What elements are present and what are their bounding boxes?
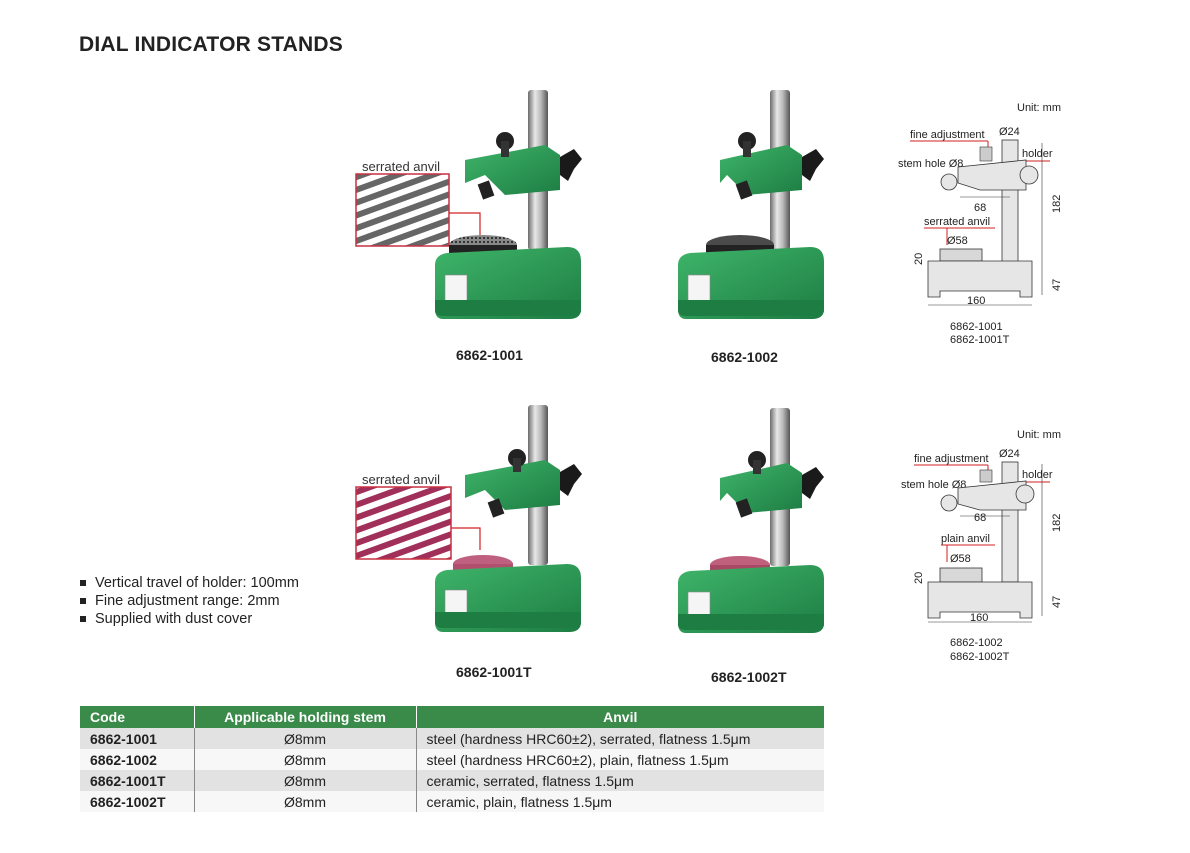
feature-item: Vertical travel of holder: 100mm [80,574,299,592]
svg-text:20: 20 [913,572,925,584]
stand-image-6862-1002 [678,90,824,319]
svg-text:6862-1002T: 6862-1002T [950,651,1010,663]
cell-anvil: steel (hardness HRC60±2), plain, flatnes… [416,749,824,770]
svg-text:Ø58: Ø58 [950,553,971,565]
product-code-label: 6862-1002 [711,349,778,365]
table-header-row: Code Applicable holding stem Anvil [80,706,824,728]
svg-text:182: 182 [1051,514,1063,532]
column-header-code: Code [80,706,195,728]
callout-label: serrated anvil [362,472,441,487]
svg-text:Ø24: Ø24 [999,448,1020,460]
product-code-label: 6862-1001 [456,347,523,363]
feature-item: Supplied with dust cover [80,610,299,628]
spec-table: Code Applicable holding stem Anvil 6862-… [80,706,824,812]
column-header-stem: Applicable holding stem [194,706,417,728]
cell-stem: Ø8mm [194,770,417,791]
dimension-diagram-2: Unit: mm fine adjustment Ø24 holder stem… [901,429,1063,663]
svg-text:182: 182 [1051,195,1063,213]
serrated-anvil-swatch [355,486,452,560]
svg-text:holder: holder [1022,148,1053,160]
table-row: 6862-1002T Ø8mm ceramic, plain, flatness… [80,791,824,812]
svg-text:6862-1002: 6862-1002 [950,637,1003,649]
svg-text:fine adjustment: fine adjustment [914,453,989,465]
svg-text:160: 160 [970,612,988,624]
cell-code: 6862-1001T [80,770,195,791]
svg-text:Ø24: Ø24 [999,126,1020,138]
svg-text:serrated anvil: serrated anvil [924,216,990,228]
product-code-label: 6862-1001T [456,664,532,680]
cell-code: 6862-1001 [80,728,195,749]
table-row: 6862-1002 Ø8mm steel (hardness HRC60±2),… [80,749,824,770]
svg-text:stem hole Ø8: stem hole Ø8 [901,479,966,491]
table-row: 6862-1001T Ø8mm ceramic, serrated, flatn… [80,770,824,791]
svg-text:47: 47 [1051,596,1063,608]
svg-text:fine adjustment: fine adjustment [910,129,985,141]
svg-text:stem hole Ø8: stem hole Ø8 [898,158,963,170]
cell-anvil: steel (hardness HRC60±2), serrated, flat… [416,728,824,749]
cell-code: 6862-1002T [80,791,195,812]
cell-stem: Ø8mm [194,791,417,812]
cell-stem: Ø8mm [194,749,417,770]
svg-text:68: 68 [974,202,986,214]
feature-list: Vertical travel of holder: 100mm Fine ad… [80,574,299,628]
svg-text:plain anvil: plain anvil [941,533,990,545]
svg-text:47: 47 [1051,279,1063,291]
svg-text:holder: holder [1022,469,1053,481]
callout-label: serrated anvil [362,159,441,174]
dimension-diagram-1: Unit: mm fine adjustment Ø24 holder stem… [898,102,1063,346]
svg-text:Ø58: Ø58 [947,235,968,247]
feature-item: Fine adjustment range: 2mm [80,592,299,610]
svg-text:6862-1001: 6862-1001 [950,321,1003,333]
svg-text:20: 20 [913,253,925,265]
svg-text:68: 68 [974,512,986,524]
column-header-anvil: Anvil [416,706,824,728]
cell-code: 6862-1002 [80,749,195,770]
svg-text:160: 160 [967,295,985,307]
product-code-label: 6862-1002T [711,669,787,685]
stand-image-6862-1002T [678,408,824,633]
unit-label: Unit: mm [1017,102,1061,114]
svg-text:6862-1001T: 6862-1001T [950,334,1010,346]
stand-image-6862-1001T [355,405,582,632]
cell-stem: Ø8mm [194,728,417,749]
cell-anvil: ceramic, plain, flatness 1.5μm [416,791,824,812]
table-row: 6862-1001 Ø8mm steel (hardness HRC60±2),… [80,728,824,749]
unit-label: Unit: mm [1017,429,1061,441]
serrated-anvil-swatch [355,173,450,247]
stand-image-6862-1001 [355,90,582,319]
cell-anvil: ceramic, serrated, flatness 1.5μm [416,770,824,791]
page-title: DIAL INDICATOR STANDS [79,33,343,56]
